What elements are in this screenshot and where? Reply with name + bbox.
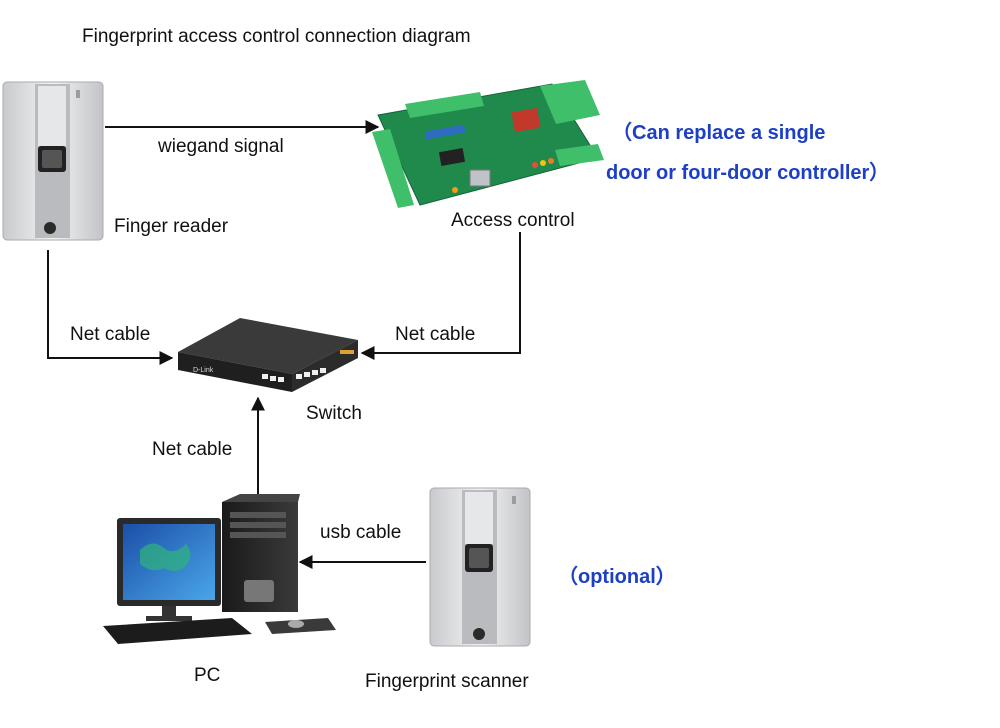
network-switch: D-Link <box>178 318 358 392</box>
replace-note-line1: （Can replace a single <box>612 122 826 144</box>
replace-note-line2: door or four-door controller） <box>606 162 890 184</box>
net-cable-access-label: Net cable <box>395 324 476 345</box>
fingerprint-scanner-label: Fingerprint scanner <box>365 671 529 692</box>
reader-to-switch-arrow <box>47 250 174 365</box>
pc-device <box>103 494 336 644</box>
finger-reader-label: Finger reader <box>114 216 229 237</box>
connection-lines <box>47 120 521 569</box>
fingerprint-scanner-device <box>429 487 531 647</box>
wiegand-signal-label: wiegand signal <box>158 136 284 157</box>
net-cable-reader-label: Net cable <box>70 324 151 345</box>
access-to-switch-arrow <box>360 232 521 360</box>
finger-reader-device <box>2 81 104 241</box>
access-control-label: Access control <box>451 210 575 231</box>
net-cable-pc-label: Net cable <box>152 439 233 460</box>
usb-cable-label: usb cable <box>320 522 402 543</box>
switch-label: Switch <box>306 403 362 424</box>
optional-note: （optional） <box>558 566 676 588</box>
pc-label: PC <box>194 665 221 686</box>
diagram-title: Fingerprint access control connection di… <box>82 26 471 47</box>
switch-brand: D-Link <box>193 367 214 374</box>
access-control-board <box>372 80 604 208</box>
